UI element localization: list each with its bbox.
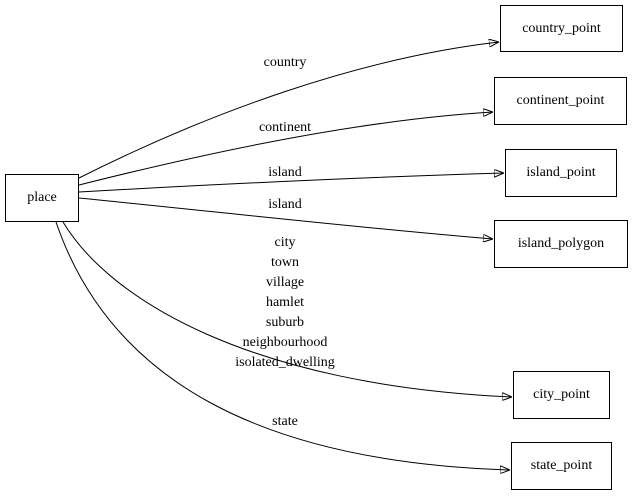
node-island-polygon-label: island_polygon [517,236,605,251]
node-country-point: country_point [500,5,623,52]
node-state-point-label: state_point [530,458,593,473]
node-city-point: city_point [513,371,610,419]
edge-place-state-point [55,221,510,470]
node-country-point-label: country_point [522,20,601,36]
edge-label-state: state [272,414,298,429]
node-continent-point-label: continent_point [516,93,605,108]
node-island-polygon: island_polygon [494,220,628,268]
edge-place-continent-point [78,112,493,186]
edge-label-country: country [263,55,307,70]
node-continent-point: continent_point [494,77,627,125]
edge-label-city-group: city town village hamlet suburb neighbou… [235,235,335,370]
node-island-point-label: island_point [526,165,596,180]
edge-place-island-polygon [78,197,493,239]
edge-label-island-point: island [268,165,302,180]
edge-label-continent: continent [258,120,312,135]
edge-label-island-polygon: island [268,197,302,212]
node-island-point: island_point [505,149,617,197]
node-city-point-label: city_point [533,387,590,402]
node-place: place [5,174,79,222]
edge-place-island-point [78,173,504,193]
node-state-point: state_point [511,442,612,490]
edge-place-country-point [78,42,499,179]
node-place-label: place [27,190,57,205]
edge-place-city-point [62,221,512,397]
